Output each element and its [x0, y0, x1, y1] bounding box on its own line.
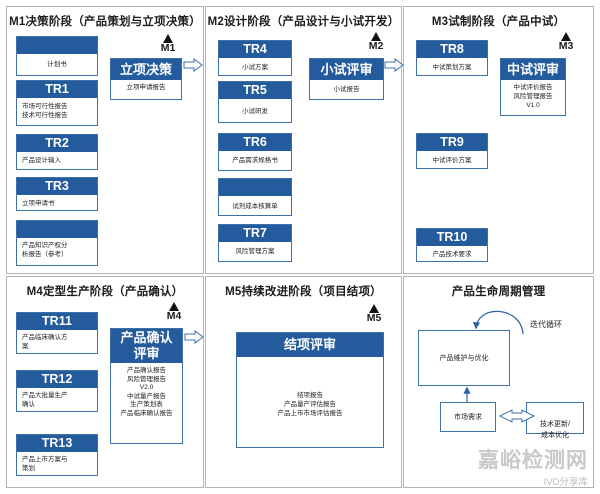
m2-review: 小试评审 小试报告: [309, 58, 384, 100]
milestone-triangle-icon: [163, 34, 173, 43]
lifecycle-tech-label: 技术更新/ 成本优化: [540, 421, 570, 439]
milestone-triangle-icon: [371, 32, 381, 41]
m4-item-tr12-body: 产品大批量生产 确认: [22, 392, 68, 408]
m3-item-tr8-body: 中试策划方案: [432, 64, 472, 71]
m4-item-tr12: TR12 产品大批量生产 确认: [16, 370, 98, 412]
m3-item-tr10-body: 产品技术要求: [432, 251, 472, 258]
lifecycle-connectors: [463, 310, 536, 423]
m1-item-plan: 计划书: [16, 36, 98, 76]
m3-item-tr10: TR10 产品技术要求: [416, 228, 488, 262]
milestone-m5: M5: [360, 304, 388, 324]
milestone-triangle-icon: [369, 304, 379, 313]
m2-review-title: 小试评审: [310, 59, 383, 80]
m1-item-tr2: TR2 产品设计输入: [16, 134, 98, 170]
lifecycle-tech-box: 技术更新/ 成本优化: [526, 402, 584, 439]
m2-item-tr7-body: 风险管理方案: [235, 248, 275, 255]
m2-item-tr5-head: TR5: [219, 82, 291, 99]
m1-item-tr3-body: 立项申请书: [22, 200, 55, 207]
m1-item-plan-head: [17, 37, 97, 54]
m1-item-ip-head: [17, 221, 97, 238]
m3-item-tr9-head: TR9: [417, 134, 487, 151]
m5-review-title: 结项评审: [237, 333, 383, 357]
panel-m5-title: M5持续改进阶段（项目结项）: [225, 286, 382, 298]
lifecycle-maintain-box: 产品维护与优化: [418, 330, 510, 386]
milestone-m1: M1: [154, 34, 182, 54]
milestone-m2-label: M2: [368, 40, 384, 52]
m2-item-tr6-body: 产品需求规格书: [232, 157, 278, 164]
m2-item-cost-head: [219, 179, 291, 196]
m2-item-tr5-body: 小试研发: [242, 108, 268, 115]
milestone-m3-label: M3: [558, 40, 574, 52]
arrow-right-icon: [184, 330, 204, 344]
double-arrow-icon: [498, 409, 536, 423]
arrow-right-icon: [183, 58, 203, 72]
panel-m3-title: M3试制阶段（产品中试）: [431, 16, 566, 28]
m1-item-tr3-head: TR3: [17, 178, 97, 195]
m3-item-tr8-head: TR8: [417, 41, 487, 58]
m4-item-tr13-body: 产品上市方案与 策划: [22, 456, 68, 472]
milestone-m3: M3: [552, 32, 580, 52]
m1-review-title: 立项决策: [111, 59, 181, 80]
m5-review-body: 结项报告 产品量产评估报告 产品上市市场评估报告: [277, 392, 343, 417]
m3-item-tr10-head: TR10: [417, 229, 487, 246]
panel-lifecycle-title: 产品生命周期管理: [451, 286, 546, 298]
m1-item-ip: 产品知识产权分 析报告（参考）: [16, 220, 98, 266]
milestone-m5-label: M5: [366, 312, 382, 324]
milestone-triangle-icon: [169, 302, 179, 311]
lifecycle-loop-label: 迭代循环: [530, 320, 562, 329]
m4-item-tr13: TR13 产品上市方案与 策划: [16, 434, 98, 476]
m1-item-tr2-body: 产品设计输入: [22, 157, 61, 164]
panel-m2-title: M2设计阶段（产品设计与小试开发）: [207, 16, 400, 28]
m2-item-tr4-head: TR4: [219, 41, 291, 58]
m2-item-tr4-body: 小试方案: [242, 64, 268, 71]
m2-item-tr4: TR4 小试方案: [218, 40, 292, 76]
m4-item-tr13-head: TR13: [17, 435, 97, 452]
m2-item-tr5: TR5 小试研发: [218, 81, 292, 123]
watermark-subtext: IVD分享库: [543, 477, 588, 488]
m3-review: 中试评审 中试评价报告 风险管理报告 V1.0: [500, 58, 566, 116]
m1-item-tr1: TR1 市场可行性报告 技术可行性报告: [16, 80, 98, 126]
m2-item-tr7: TR7 风险管理方案: [218, 224, 292, 262]
m2-item-cost: 试剂成本核算单: [218, 178, 292, 216]
m1-item-tr1-head: TR1: [17, 81, 97, 98]
m3-item-tr9-body: 中试评价方案: [432, 157, 472, 164]
m1-item-plan-body: 计划书: [47, 61, 67, 68]
m2-item-tr7-head: TR7: [219, 225, 291, 242]
m3-item-tr9: TR9 中试评价方案: [416, 133, 488, 169]
m2-item-tr6-head: TR6: [219, 134, 291, 151]
m1-item-tr2-head: TR2: [17, 135, 97, 152]
milestone-m4: M4: [160, 302, 188, 322]
lifecycle-market-box: 市场需求: [440, 402, 496, 432]
milestone-triangle-icon: [561, 32, 571, 41]
m2-item-cost-body: 试剂成本核算单: [232, 203, 278, 210]
watermark-text: 嘉峪检测网: [478, 449, 588, 472]
m2-item-tr6: TR6 产品需求规格书: [218, 133, 292, 171]
m1-item-ip-body: 产品知识产权分 析报告（参考）: [22, 242, 68, 258]
m4-item-tr12-head: TR12: [17, 371, 97, 388]
m3-review-title: 中试评审: [501, 59, 565, 80]
m4-item-tr11-head: TR11: [17, 313, 97, 330]
milestone-m4-label: M4: [166, 310, 182, 322]
loop-arrow-icon: [472, 310, 524, 335]
m5-review: 结项评审 结项报告 产品量产评估报告 产品上市市场评估报告: [236, 332, 384, 448]
m4-review-title: 产品确认 评审: [111, 329, 182, 363]
panel-m1-title: M1决策阶段（产品策划与立项决策）: [9, 16, 201, 28]
lifecycle-market-label: 市场需求: [454, 414, 482, 421]
lifecycle-maintain-label: 产品维护与优化: [439, 355, 489, 362]
m1-item-tr3: TR3 立项申请书: [16, 177, 98, 211]
panel-m4-title: M4定型生产阶段（产品确认）: [26, 286, 184, 298]
m4-item-tr11-body: 产品临床确认方 案: [22, 334, 68, 350]
m3-item-tr8: TR8 中试策划方案: [416, 40, 488, 76]
m4-review-body: 产品确认报告 风险管理报告 V2.0 中试量产报告 生产策划表 产品临床确认报告: [120, 367, 173, 417]
m3-review-body: 中试评价报告 风险管理报告 V1.0: [513, 84, 553, 109]
m1-review-body: 立项申请报告: [126, 84, 166, 91]
m1-review: 立项决策 立项申请报告: [110, 58, 182, 100]
arrow-right-icon: [384, 58, 404, 72]
m2-review-body: 小试报告: [333, 86, 360, 93]
milestone-m2: M2: [362, 32, 390, 52]
milestone-m1-label: M1: [160, 42, 176, 54]
m4-item-tr11: TR11 产品临床确认方 案: [16, 312, 98, 354]
m1-item-tr1-body: 市场可行性报告 技术可行性报告: [22, 103, 68, 119]
m4-review: 产品确认 评审 产品确认报告 风险管理报告 V2.0 中试量产报告 生产策划表 …: [110, 328, 183, 444]
